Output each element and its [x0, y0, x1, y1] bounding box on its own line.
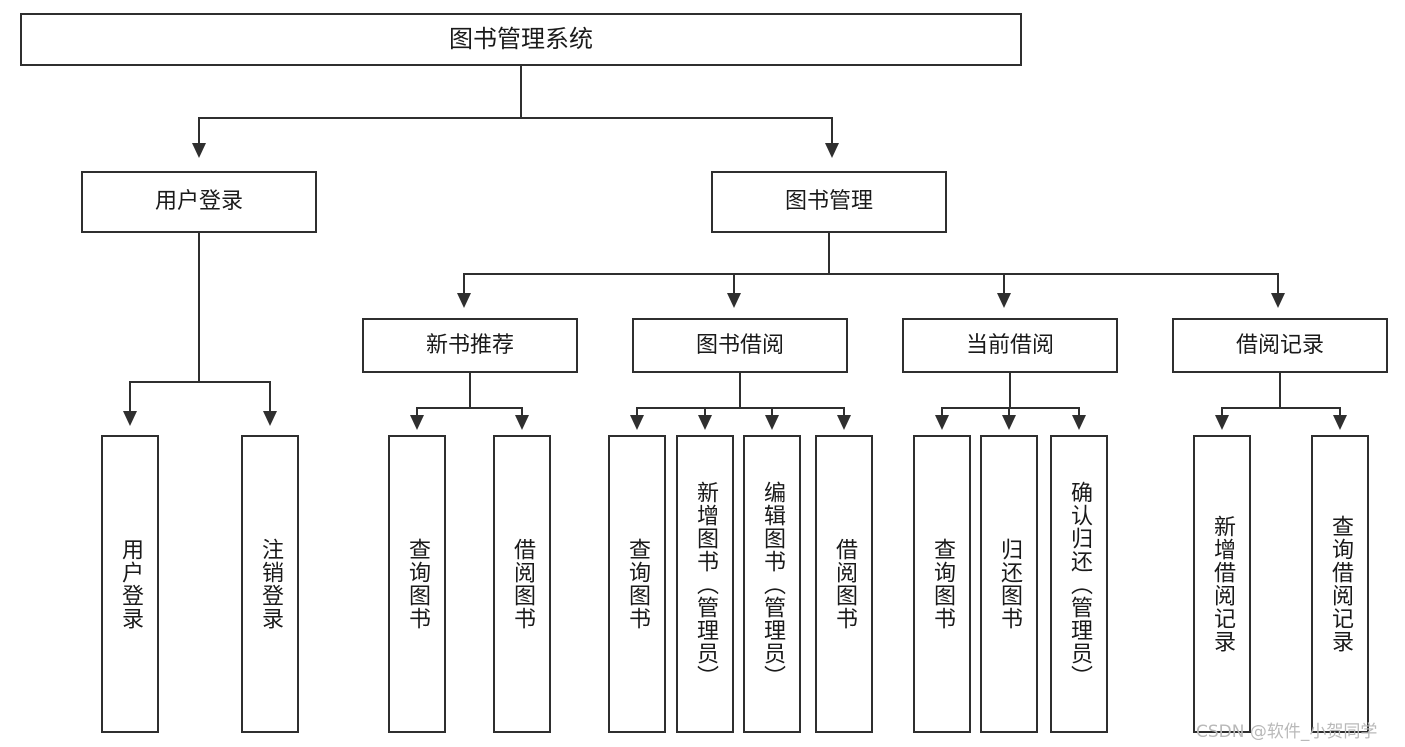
node-label: 借阅记录 — [1235, 332, 1324, 358]
edge-borrowrecord-bus — [1222, 407, 1341, 409]
leaf-label: 查询图书 — [624, 538, 650, 630]
edge-newbook-stem — [469, 373, 471, 408]
edge-login-bus — [130, 381, 271, 383]
edge-currentborrow-stem — [1009, 373, 1011, 408]
leaf-label: 归还图书 — [996, 538, 1022, 630]
leaf-label: 查询图书 — [929, 538, 955, 630]
node-label: 图书借阅 — [695, 332, 784, 358]
leaf-label: 新增借阅记录 — [1209, 515, 1235, 653]
leaf-borrow-book[interactable]: 借阅图书 — [815, 435, 873, 733]
edge-root-bus — [199, 117, 833, 119]
edge-bookmgmt-bus — [464, 273, 1278, 275]
arrow-to-leaf-query-book-3 — [935, 415, 949, 430]
leaf-label: 借阅图书 — [831, 538, 857, 630]
arrow-to-leaf-confirm-return — [1072, 415, 1086, 430]
edge-borrowrecord-stem — [1279, 373, 1281, 408]
node-user-login[interactable]: 用户登录 — [81, 171, 317, 233]
edge-bookmgmt-to-record — [1277, 273, 1279, 295]
arrow-to-leaf-query-book-1 — [410, 415, 424, 430]
edge-bookborrow-to-leaf-4 — [843, 407, 845, 417]
leaf-return-book[interactable]: 归还图书 — [980, 435, 1038, 733]
leaf-query-borrow-record[interactable]: 查询借阅记录 — [1311, 435, 1369, 733]
node-new-book-recommend[interactable]: 新书推荐 — [362, 318, 578, 373]
leaf-label: 查询图书 — [404, 538, 430, 630]
leaf-confirm-return-admin[interactable]: 确认归还（管理员） — [1050, 435, 1108, 733]
arrow-to-leaf-borrow-book-2 — [837, 415, 851, 430]
leaf-label: 用户登录 — [117, 538, 143, 630]
node-root-system[interactable]: 图书管理系统 — [20, 13, 1022, 66]
edge-root-to-login — [198, 117, 200, 145]
edge-bookborrow-to-leaf-2 — [704, 407, 706, 417]
edge-newbook-bus — [417, 407, 523, 409]
edge-bookborrow-to-leaf-3 — [771, 407, 773, 417]
leaf-label: 编辑图书（管理员） — [759, 480, 785, 688]
arrow-to-leaf-return-book — [1002, 415, 1016, 430]
edge-root-to-bookmgmt — [831, 117, 833, 145]
edge-bookmgmt-stem — [828, 233, 830, 274]
leaf-user-login[interactable]: 用户登录 — [101, 435, 159, 733]
edge-bookmgmt-to-borrow — [733, 273, 735, 295]
arrow-to-current-borrow — [997, 293, 1011, 308]
edge-login-stem — [198, 233, 200, 382]
arrow-to-user-login — [192, 143, 206, 158]
leaf-query-book-current[interactable]: 查询图书 — [913, 435, 971, 733]
arrow-to-leaf-query-record — [1333, 415, 1347, 430]
leaf-label: 新增图书（管理员） — [692, 480, 718, 688]
leaf-label: 注销登录 — [257, 538, 283, 630]
leaf-label: 确认归还（管理员） — [1066, 480, 1092, 688]
node-book-management[interactable]: 图书管理 — [711, 171, 947, 233]
node-label: 新书推荐 — [425, 332, 514, 358]
edge-borrowrecord-to-leaf-1 — [1221, 407, 1223, 417]
leaf-borrow-book-recommend[interactable]: 借阅图书 — [493, 435, 551, 733]
edge-bookmgmt-to-newbook — [463, 273, 465, 295]
leaf-label: 查询借阅记录 — [1327, 515, 1353, 653]
arrow-to-leaf-borrow-book-1 — [515, 415, 529, 430]
arrow-to-leaf-user-login — [123, 411, 137, 426]
edge-currentborrow-to-leaf-3 — [1078, 407, 1080, 417]
edge-currentborrow-bus — [942, 407, 1080, 409]
arrow-to-leaf-add-book — [698, 415, 712, 430]
edge-newbook-to-leaf-1 — [416, 407, 418, 417]
edge-bookmgmt-to-current — [1003, 273, 1005, 295]
arrow-to-book-management — [825, 143, 839, 158]
edge-currentborrow-to-leaf-2 — [1008, 407, 1010, 417]
edge-login-to-leaf-2 — [269, 381, 271, 413]
leaf-query-book-borrow[interactable]: 查询图书 — [608, 435, 666, 733]
edge-root-stem — [520, 66, 522, 118]
node-label: 用户登录 — [154, 189, 243, 215]
edge-login-to-leaf-1 — [129, 381, 131, 413]
leaf-label: 借阅图书 — [509, 538, 535, 630]
node-label: 图书管理系统 — [449, 25, 593, 54]
leaf-query-book-recommend[interactable]: 查询图书 — [388, 435, 446, 733]
leaf-add-borrow-record[interactable]: 新增借阅记录 — [1193, 435, 1251, 733]
edge-bookborrow-stem — [739, 373, 741, 408]
arrow-to-book-borrow — [727, 293, 741, 308]
arrow-to-leaf-query-book-2 — [630, 415, 644, 430]
leaf-add-book-admin[interactable]: 新增图书（管理员） — [676, 435, 734, 733]
edge-currentborrow-to-leaf-1 — [941, 407, 943, 417]
leaf-logout[interactable]: 注销登录 — [241, 435, 299, 733]
node-label: 图书管理 — [784, 189, 873, 215]
edge-bookborrow-bus — [637, 407, 845, 409]
arrow-to-new-book-recommend — [457, 293, 471, 308]
edge-bookborrow-to-leaf-1 — [636, 407, 638, 417]
arrow-to-borrow-record — [1271, 293, 1285, 308]
arrow-to-leaf-logout — [263, 411, 277, 426]
edge-borrowrecord-to-leaf-2 — [1339, 407, 1341, 417]
node-label: 当前借阅 — [965, 332, 1054, 358]
edge-newbook-to-leaf-2 — [521, 407, 523, 417]
leaf-edit-book-admin[interactable]: 编辑图书（管理员） — [743, 435, 801, 733]
arrow-to-leaf-edit-book — [765, 415, 779, 430]
arrow-to-leaf-add-record — [1215, 415, 1229, 430]
node-borrow-record[interactable]: 借阅记录 — [1172, 318, 1388, 373]
node-current-borrow[interactable]: 当前借阅 — [902, 318, 1118, 373]
node-book-borrow[interactable]: 图书借阅 — [632, 318, 848, 373]
